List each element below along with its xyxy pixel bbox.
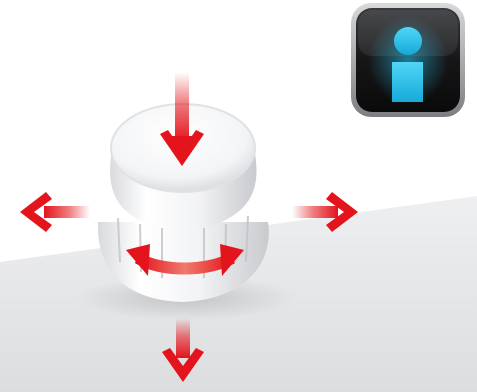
tilt-left-arrow-icon <box>20 192 90 232</box>
info-person-icon <box>368 16 448 104</box>
info-badge <box>351 3 465 117</box>
